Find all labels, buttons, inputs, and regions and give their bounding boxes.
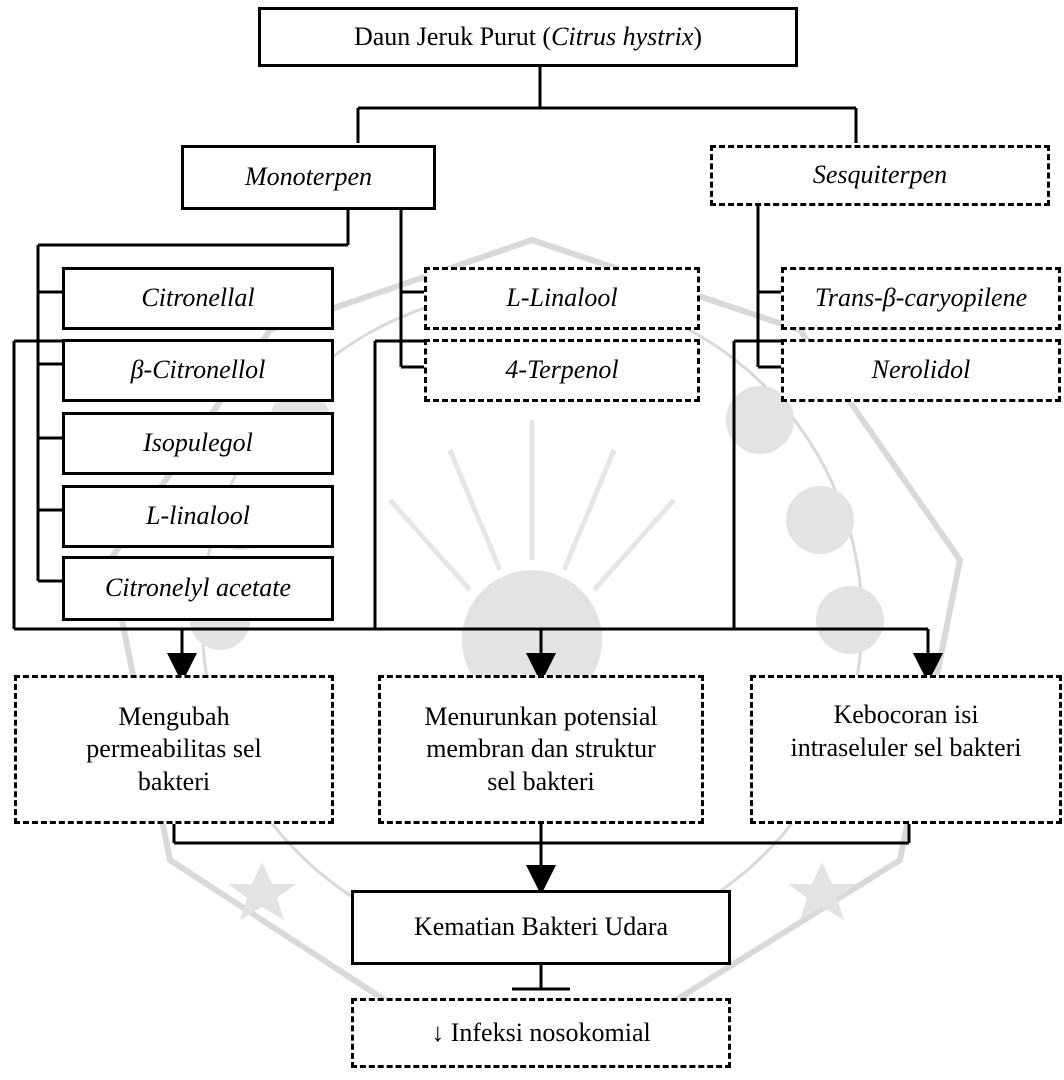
result-kematian-bakteri-box: Kematian Bakteri Udara: [351, 890, 731, 965]
compound-isopulegol: Isopulegol: [62, 412, 334, 475]
compound-l-linalool-solid: L-linalool: [62, 485, 334, 548]
compound-trans-beta-caryopilene: Trans-β-caryopilene: [781, 267, 1061, 330]
compound-citronellal: Citronellal: [62, 267, 334, 330]
outcome-infeksi-nosokomial-box: ↓ Infeksi nosokomial: [351, 998, 731, 1068]
compound-citronelyl-acetate: Citronelyl acetate: [62, 556, 334, 621]
sesquiterpen-box: Sesquiterpen: [710, 145, 1050, 206]
monoterpen-box: Monoterpen: [181, 145, 436, 210]
compound-nerolidol: Nerolidol: [781, 339, 1061, 402]
compound-beta-citronellol: β-Citronellol: [62, 339, 334, 402]
root-label: Daun Jeruk Purut (Citrus hystrix): [353, 21, 703, 51]
root-box: Daun Jeruk Purut (Citrus hystrix): [258, 7, 798, 67]
compound-4-terpenol: 4-Terpenol: [424, 339, 700, 402]
compound-l-linalool-dashed: L-Linalool: [424, 267, 700, 330]
